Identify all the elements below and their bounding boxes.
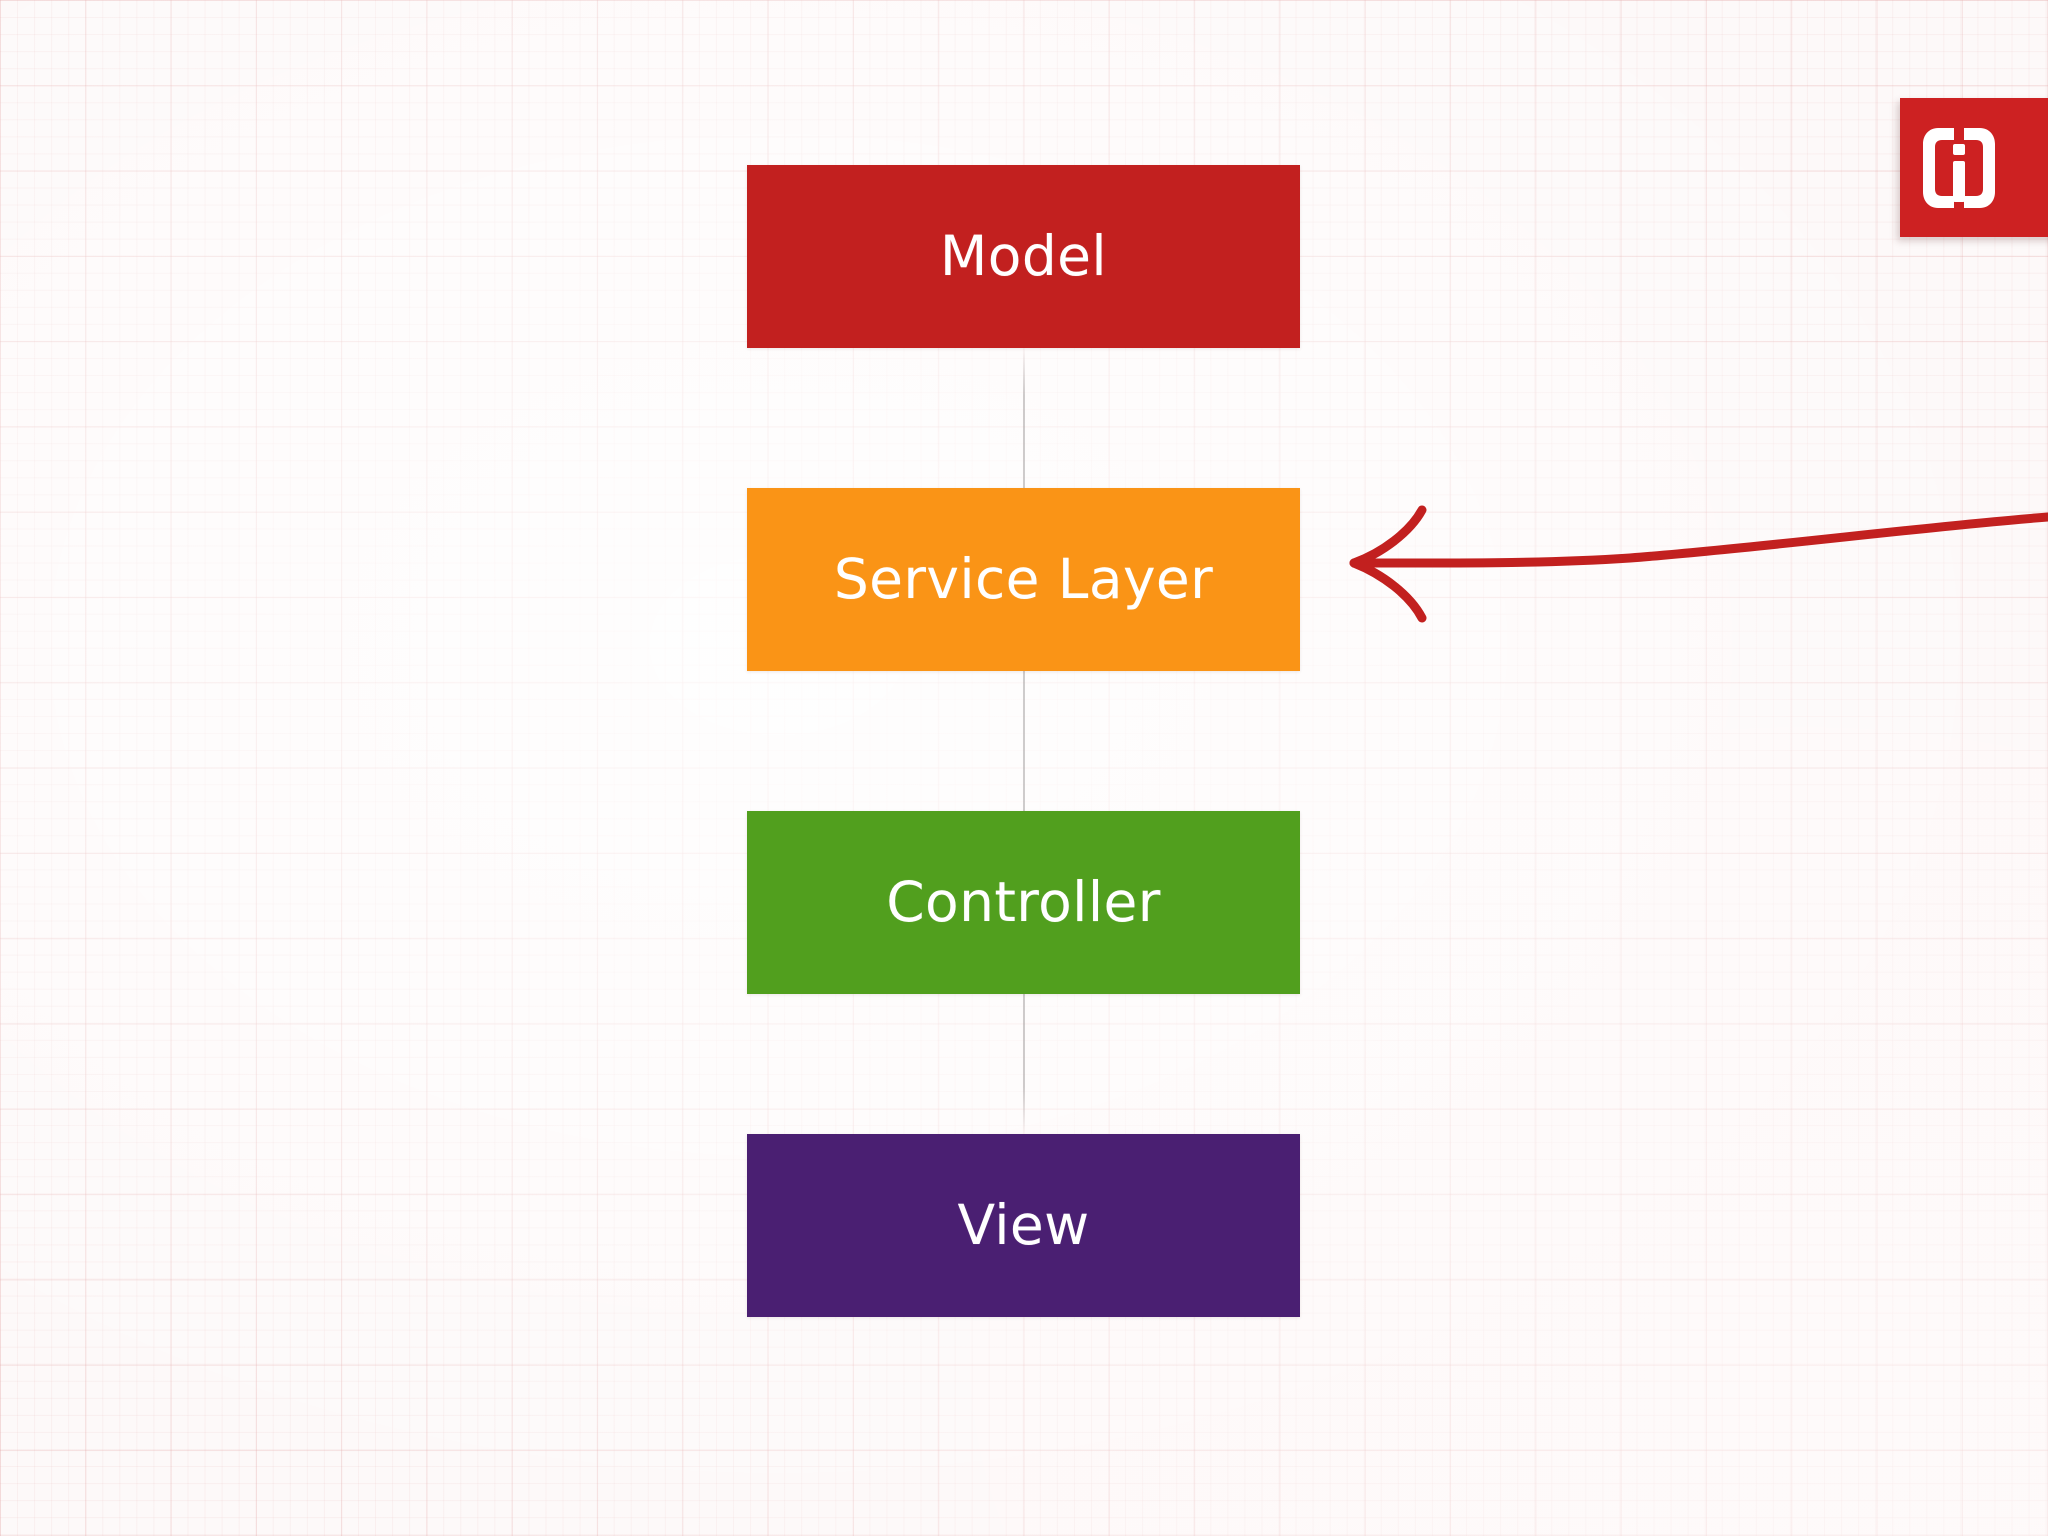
logo-right-bracket (1964, 127, 1995, 208)
logo-left-bracket (1923, 127, 1954, 208)
brand-logo-badge[interactable] (1900, 98, 2048, 237)
arrow-barb-lower (1349, 558, 1427, 623)
logo-i-stem (1953, 160, 1965, 202)
layer-label-model: Model (939, 224, 1108, 288)
layer-box-model[interactable]: Model (747, 165, 1300, 348)
layer-box-view[interactable]: View (747, 1134, 1300, 1317)
layer-box-service-layer[interactable]: Service Layer (747, 488, 1300, 671)
layer-box-controller[interactable]: Controller (747, 811, 1300, 994)
pointer-arrow-icon (1349, 505, 2048, 623)
layer-label-service-layer: Service Layer (833, 547, 1214, 611)
vertical-connector-line (1023, 348, 1025, 1134)
arrow-shaft (1351, 512, 2048, 568)
arrow-barb-upper (1349, 505, 1427, 568)
bracket-i-logo-icon (1923, 127, 1995, 208)
logo-i-dot (1953, 143, 1965, 155)
layer-label-view: View (957, 1193, 1090, 1257)
layer-label-controller: Controller (886, 870, 1161, 934)
